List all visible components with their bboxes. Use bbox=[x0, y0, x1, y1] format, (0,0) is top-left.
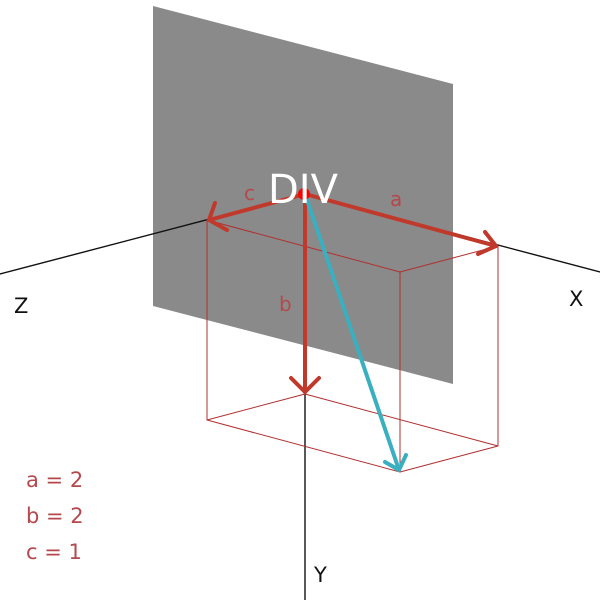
resultant-vector bbox=[303, 192, 408, 472]
vector-b-label: b bbox=[279, 292, 292, 316]
box-edge bbox=[399, 445, 499, 473]
z-axis-label: Z bbox=[14, 294, 28, 318]
vector-b-arrowhead bbox=[289, 376, 321, 394]
vector-a-label: a bbox=[390, 187, 402, 211]
origin-point bbox=[298, 188, 310, 200]
x-axis-label: X bbox=[569, 287, 583, 311]
resultant-vector-arrowhead bbox=[383, 453, 408, 472]
resultant-vector-shaft bbox=[303, 192, 401, 472]
vector-c-arrowhead bbox=[207, 201, 229, 232]
box-wireframe bbox=[206, 219, 499, 473]
y-axis-label: Y bbox=[313, 563, 327, 587]
legend-c: c = 1 bbox=[26, 540, 82, 564]
vector-c bbox=[207, 192, 307, 232]
legend-a: a = 2 bbox=[26, 468, 84, 492]
vector-c-label: c bbox=[244, 181, 255, 205]
box-edge bbox=[206, 419, 401, 473]
vector-a-arrowhead bbox=[476, 230, 498, 256]
box-edge bbox=[206, 393, 306, 421]
legend-b: b = 2 bbox=[26, 504, 84, 528]
dimension-legend: a = 2 b = 2 c = 1 bbox=[26, 462, 84, 570]
vector-b bbox=[289, 192, 321, 394]
vector-c-shaft bbox=[207, 192, 307, 222]
vector-a bbox=[303, 192, 498, 256]
div-label: DIV bbox=[268, 167, 339, 213]
box-edge bbox=[304, 393, 499, 447]
vector-a-shaft bbox=[303, 192, 498, 248]
